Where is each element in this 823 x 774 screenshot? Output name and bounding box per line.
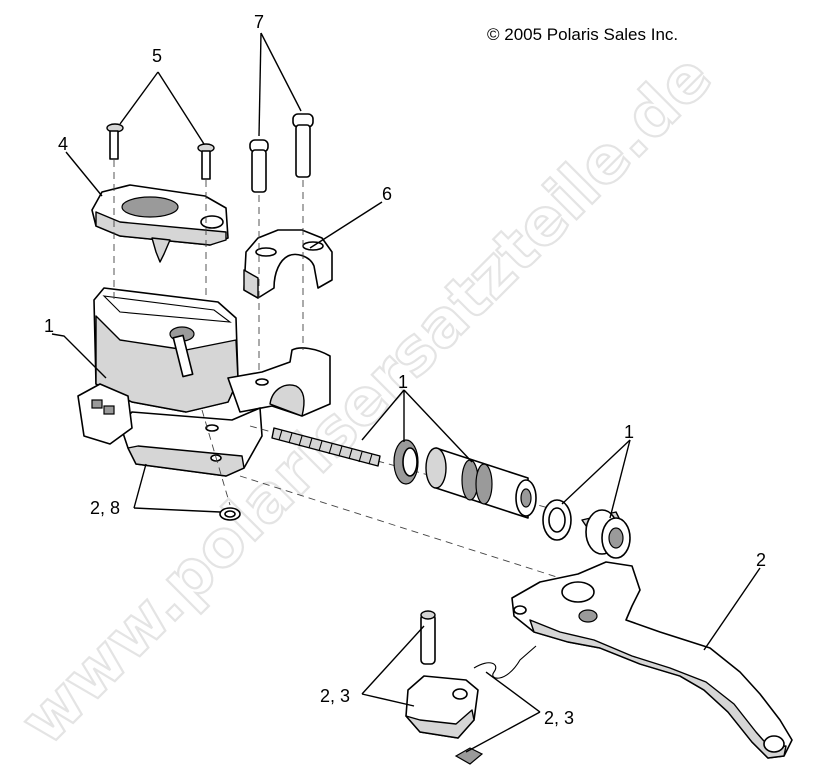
clamp-bolt-right — [292, 113, 314, 178]
callout-2-3-spring: 2, 3 — [544, 708, 574, 728]
pivot-bracket — [405, 675, 479, 739]
primary-cup-seal — [393, 439, 419, 485]
callout-1-center: 1 — [398, 372, 408, 392]
cover-screw-right — [197, 143, 215, 180]
callout-6: 6 — [382, 184, 392, 204]
clamp-bolt-left — [249, 139, 269, 193]
callout-1-left: 1 — [44, 316, 54, 336]
piston — [425, 447, 537, 519]
washer-ring — [542, 499, 572, 541]
clip-washer — [454, 747, 484, 765]
callout-1-right: 1 — [624, 422, 634, 442]
copyright-text: © 2005 Polaris Sales Inc. — [487, 25, 678, 44]
leader-lines — [51, 32, 761, 753]
callout-2-3-pin: 2, 3 — [320, 686, 350, 706]
lever-pivot-pin — [420, 610, 436, 665]
dust-boot — [581, 509, 631, 559]
callout-2-8: 2, 8 — [90, 498, 120, 518]
cover-screw-left — [106, 123, 124, 160]
brake-lever — [511, 561, 793, 759]
return-spring — [271, 427, 381, 467]
callout-2-lever: 2 — [756, 550, 766, 570]
retaining-clip — [219, 507, 241, 521]
master-cylinder-body — [77, 287, 331, 477]
callout-7: 7 — [254, 12, 264, 32]
handlebar-clamp — [243, 229, 333, 299]
lever-spring — [473, 645, 537, 679]
callout-4: 4 — [58, 134, 68, 154]
reservoir-cover — [91, 184, 229, 263]
callout-5: 5 — [152, 46, 162, 66]
